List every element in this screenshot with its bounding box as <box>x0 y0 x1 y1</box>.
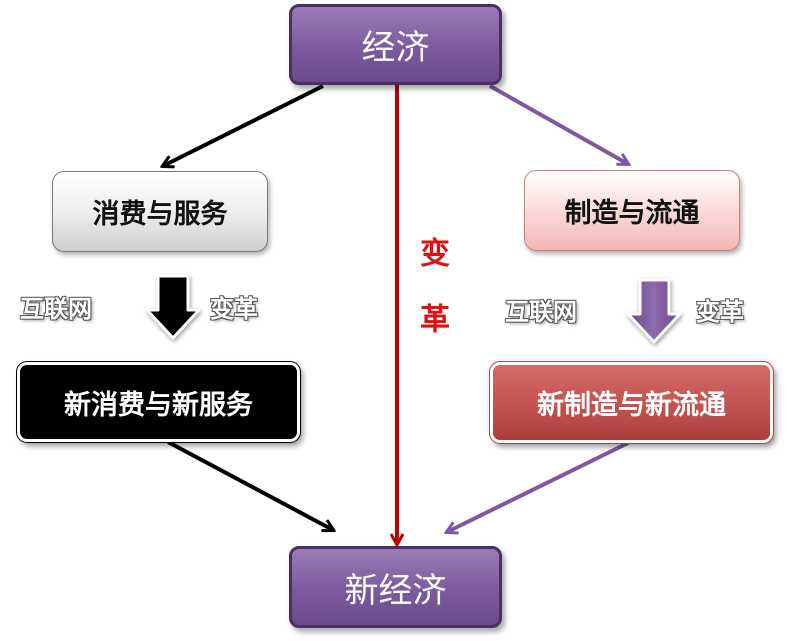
arrow-economy-to-consumption <box>163 84 324 166</box>
node-new-manufacturing-circulation-label: 新制造与新流通 <box>537 390 726 421</box>
node-manufacturing-circulation-label: 制造与流通 <box>564 198 700 229</box>
node-new-consumption-services: 新消费与新服务 <box>16 361 301 443</box>
node-economy-label: 经济 <box>361 28 430 68</box>
arrow-new-consumption-to-new-economy <box>167 440 333 530</box>
node-new-economy: 新经济 <box>289 546 502 628</box>
internet-label-left: 互联网 <box>20 295 92 323</box>
node-economy: 经济 <box>289 4 502 85</box>
node-manufacturing-circulation: 制造与流通 <box>524 170 740 251</box>
down-arrow-right <box>626 278 682 344</box>
node-new-consumption-services-label: 新消费与新服务 <box>64 389 253 421</box>
arrow-new-manufacturing-to-new-economy <box>447 441 629 532</box>
reform-label: 变革 <box>414 237 449 369</box>
node-new-manufacturing-circulation: 新制造与新流通 <box>489 361 774 444</box>
node-consumption-services: 消费与服务 <box>52 171 268 252</box>
arrow-economy-to-manufacturing <box>489 84 628 164</box>
node-new-economy-label: 新经济 <box>344 570 447 611</box>
change-label-right: 变革 <box>696 298 744 326</box>
down-arrow-left <box>145 274 201 340</box>
change-label-left: 变革 <box>210 295 258 323</box>
node-consumption-services-label: 消费与服务 <box>92 199 228 230</box>
internet-label-right: 互联网 <box>505 298 577 326</box>
